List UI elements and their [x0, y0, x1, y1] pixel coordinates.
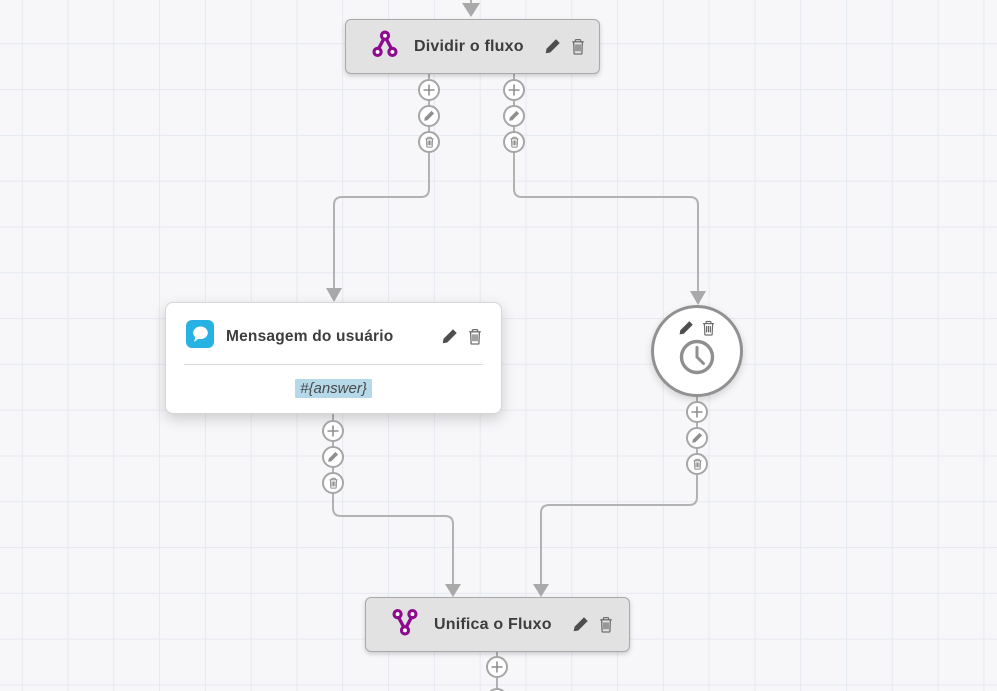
trash-icon — [469, 328, 481, 345]
delete-node-button[interactable] — [570, 38, 586, 55]
trash-icon — [425, 136, 433, 148]
add-step-button[interactable] — [686, 401, 708, 423]
plus-icon — [691, 406, 703, 418]
edit-node-button[interactable] — [544, 38, 561, 55]
node-header: Mensagem do usuário — [166, 303, 501, 364]
trash-icon — [571, 38, 584, 55]
edit-connection-button[interactable] — [686, 427, 708, 449]
delete-connection-button[interactable] — [418, 131, 440, 153]
pencil-icon — [679, 321, 693, 335]
plus-icon — [491, 661, 503, 673]
add-step-button[interactable] — [322, 420, 344, 442]
node-title: Unifica o Fluxo — [434, 615, 552, 633]
trash-icon — [703, 320, 714, 336]
delete-connection-button[interactable] — [686, 453, 708, 475]
trash-icon — [693, 458, 701, 470]
node-wait[interactable] — [651, 305, 743, 397]
variable-chip[interactable]: #{answer} — [295, 378, 372, 398]
node-actions — [544, 38, 586, 55]
add-step-button[interactable] — [418, 79, 440, 101]
clock-icon — [677, 337, 717, 382]
node-merge-flow[interactable]: Unifica o Fluxo — [365, 597, 630, 652]
edit-node-button[interactable] — [572, 616, 589, 633]
edit-connection-button[interactable] — [322, 446, 344, 468]
delete-node-button[interactable] — [467, 328, 483, 345]
edit-node-button[interactable] — [678, 320, 694, 336]
pencil-icon — [545, 39, 560, 54]
pencil-icon — [573, 617, 588, 632]
delete-node-button[interactable] — [701, 320, 716, 336]
delete-node-button[interactable] — [598, 616, 614, 633]
trash-icon — [599, 616, 612, 633]
add-step-button[interactable] — [486, 656, 508, 678]
pencil-icon — [442, 329, 457, 344]
pencil-icon — [692, 432, 703, 443]
trash-icon — [329, 477, 337, 489]
edit-connection-button[interactable] — [418, 105, 440, 127]
add-step-button[interactable] — [503, 79, 525, 101]
edit-node-button[interactable] — [441, 328, 458, 345]
chat-bubble-icon — [186, 320, 214, 353]
plus-icon — [327, 425, 339, 437]
node-actions — [572, 616, 614, 633]
trash-icon — [510, 136, 518, 148]
node-user-message[interactable]: Mensagem do usuário — [165, 302, 502, 414]
node-title: Mensagem do usuário — [226, 327, 394, 345]
delete-connection-button[interactable] — [322, 472, 344, 494]
plus-icon — [508, 84, 520, 96]
node-body: #{answer} — [166, 365, 501, 411]
pencil-icon — [328, 451, 339, 462]
divider — [184, 364, 483, 365]
merge-flow-icon — [392, 607, 418, 642]
delete-connection-button[interactable] — [503, 131, 525, 153]
edit-connection-button[interactable] — [503, 105, 525, 127]
pencil-icon — [424, 110, 435, 121]
node-actions — [441, 328, 483, 345]
node-split-flow[interactable]: Dividir o fluxo — [345, 19, 600, 74]
plus-icon — [423, 84, 435, 96]
split-flow-icon — [372, 29, 398, 64]
node-actions — [678, 320, 716, 336]
pencil-icon — [509, 110, 520, 121]
node-title: Dividir o fluxo — [414, 37, 524, 55]
